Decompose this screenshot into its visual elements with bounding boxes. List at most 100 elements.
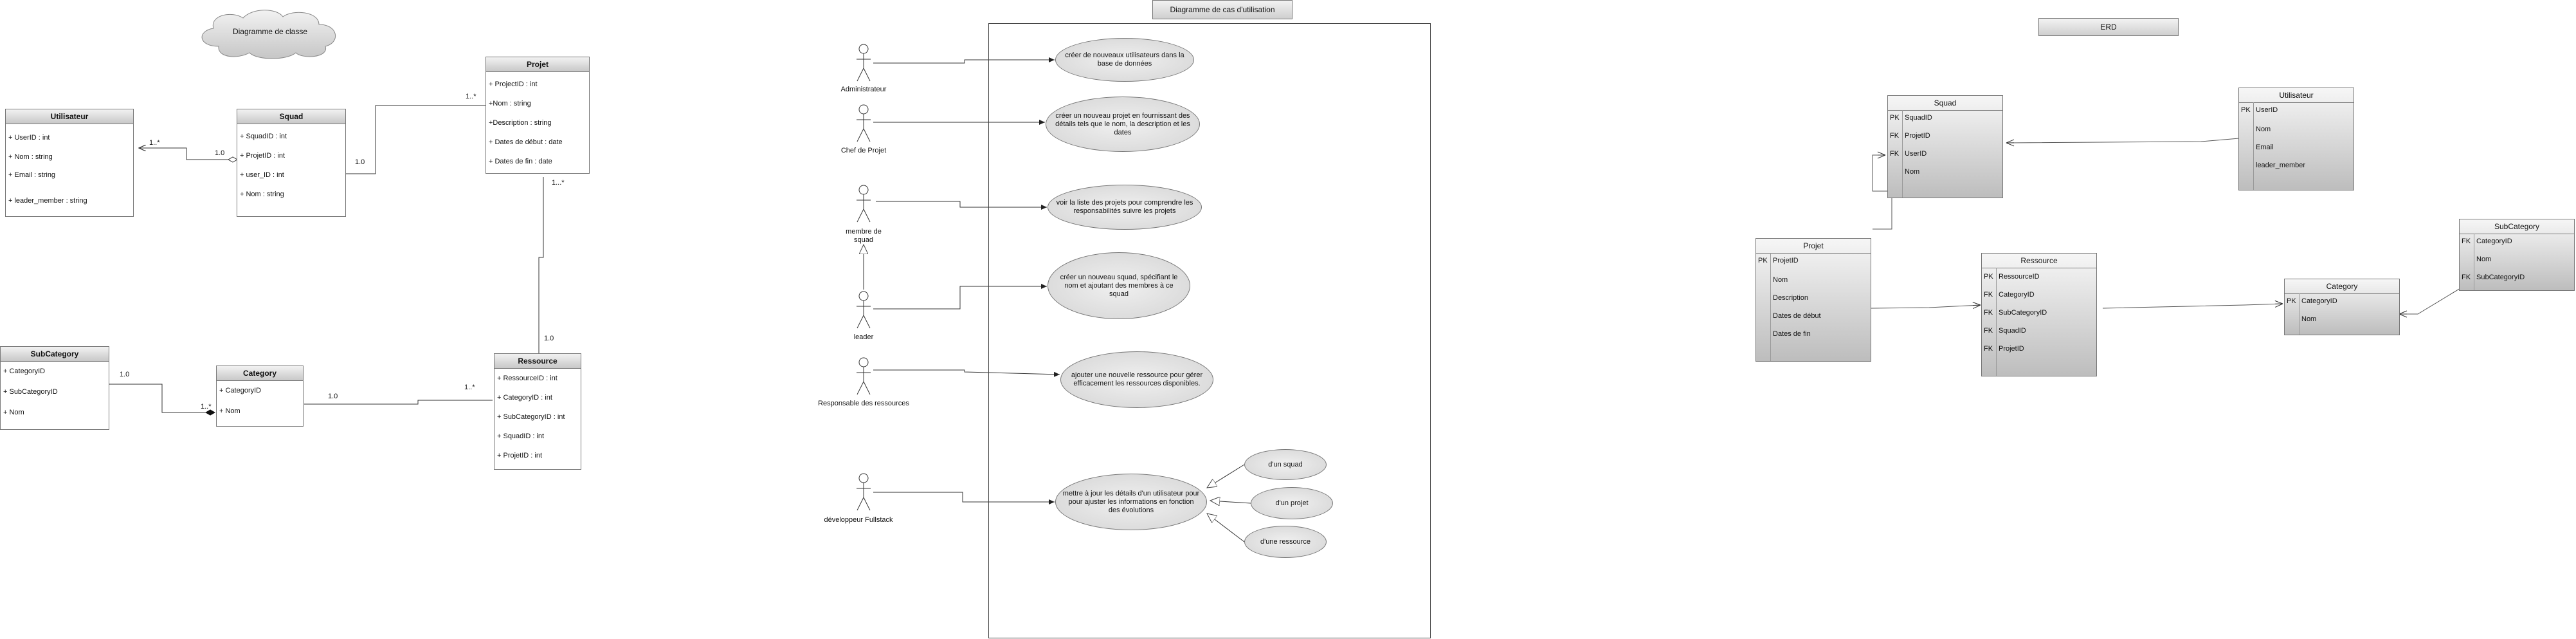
erd-field: Nom [2476, 255, 2492, 263]
erd-field: Nom [1773, 276, 1788, 284]
multiplicity: 1.0 [355, 158, 365, 166]
erd-field: CategoryID [2301, 297, 2337, 305]
actor-membre-de-squad: membre de squad [846, 228, 882, 244]
class-subcategory[interactable]: SubCategory + CategoryID + SubCategoryID… [0, 346, 109, 430]
actor-icon [857, 185, 871, 223]
erd-field: ProjetID [1905, 132, 1930, 140]
erd-field: ProjetID [1773, 257, 1799, 264]
multiplicity: 1..* [464, 384, 475, 391]
use-case-update-user[interactable]: mettre à jour les détails d'un utilisate… [1055, 474, 1207, 530]
erd-entity-squad[interactable]: Squad PK SquadID FK ProjetID FK UserID N… [1887, 95, 2003, 198]
use-case-add-resource[interactable]: ajouter une nouvelle ressource pour gére… [1060, 351, 1213, 408]
erd-field: CategoryID [1999, 291, 2035, 299]
multiplicity: 1.0 [328, 393, 338, 400]
erd-entity-subcategory-name: SubCategory [2460, 219, 2574, 234]
multiplicity: 1.0 [215, 149, 225, 157]
actor-icon [857, 104, 871, 142]
erd-entity-category[interactable]: Category PK CategoryID Nom [2284, 279, 2400, 335]
key-label: FK [1890, 132, 1900, 140]
class-projet-name: Projet [486, 57, 589, 72]
class-ressource[interactable]: Ressource + RessourceID : int + Category… [494, 353, 581, 470]
key-column [2460, 234, 2474, 290]
class-diagram-title: Diagramme de classe [232, 27, 308, 36]
use-case-view-projects[interactable]: voir la liste des projets pour comprendr… [1048, 185, 1202, 230]
class-utilisateur-attr: + Nom : string [8, 153, 53, 161]
class-utilisateur-attr: + UserID : int [8, 134, 50, 142]
class-utilisateur-attr: + leader_member : string [8, 197, 87, 205]
class-utilisateur[interactable]: Utilisateur + UserID : int + Nom : strin… [5, 109, 134, 217]
class-projet[interactable]: Projet + ProjectID : int +Nom : string +… [485, 57, 590, 174]
class-ressource-attr: + SquadID : int [497, 432, 545, 440]
class-category[interactable]: Category + CategoryID + Nom [216, 366, 304, 427]
key-label: PK [2287, 297, 2296, 305]
key-label: FK [1984, 327, 1993, 335]
erd-field: SubCategoryID [2476, 273, 2525, 281]
class-projet-attr: + Dates de début : date [489, 138, 563, 146]
class-diagram-title-cloud: Diagramme de classe [193, 6, 347, 59]
erd-field: Nom [2301, 315, 2317, 323]
erd-entity-utilisateur-name: Utilisateur [2239, 88, 2354, 103]
erd-field: SquadID [1999, 327, 2026, 335]
actor-administrateur: Administrateur [840, 86, 887, 93]
class-utilisateur-attr: + Email : string [8, 171, 56, 179]
erd-entity-subcategory[interactable]: SubCategory FK CategoryID Nom FK SubCate… [2459, 219, 2575, 291]
erd-field: Dates de début [1773, 312, 1821, 320]
key-label: PK [2241, 106, 2251, 114]
key-column [2239, 102, 2254, 190]
multiplicity: 1.0 [120, 371, 130, 378]
class-squad-attr: + ProjetID : int [240, 152, 286, 160]
class-utilisateur-name: Utilisateur [6, 109, 133, 124]
erd-field: Nom [2256, 125, 2271, 133]
erd-field: leader_member [2256, 162, 2306, 169]
key-column [1756, 253, 1771, 361]
extension-ressource[interactable]: d'une ressource [1244, 526, 1327, 558]
class-subcategory-name: SubCategory [1, 347, 109, 362]
erd-field: CategoryID [2476, 237, 2512, 245]
key-label: FK [1984, 291, 1993, 299]
use-case-create-project[interactable]: créer un nouveau projet en fournissant d… [1046, 97, 1200, 152]
erd-field: SubCategoryID [1999, 309, 2047, 317]
key-label: PK [1984, 273, 1993, 281]
use-case-create-users[interactable]: créer de nouveaux utilisateurs dans la b… [1055, 38, 1194, 82]
actor-icon [857, 357, 871, 395]
class-projet-attr: +Description : string [489, 119, 552, 127]
key-label: PK [1890, 114, 1900, 122]
class-subcategory-attr: + SubCategoryID [3, 388, 58, 396]
erd-field: Nom [1905, 168, 1920, 176]
erd-entity-squad-name: Squad [1888, 96, 2002, 111]
key-label: FK [1984, 309, 1993, 317]
actor-icon [857, 473, 871, 511]
use-case-create-squad[interactable]: créer un nouveau squad, spécifiant le no… [1048, 252, 1190, 319]
class-ressource-attr: + CategoryID : int [497, 394, 552, 402]
class-category-attr: + Nom [219, 407, 240, 415]
erd-entity-projet[interactable]: Projet PK ProjetID Nom Description Dates… [1755, 238, 1871, 362]
multiplicity: 1..* [149, 139, 160, 147]
class-ressource-attr: + ProjetID : int [497, 452, 543, 459]
class-squad-attr: + SquadID : int [240, 133, 287, 140]
key-label: FK [2462, 273, 2471, 281]
erd-field: Email [2256, 144, 2274, 151]
class-subcategory-attr: + CategoryID [3, 367, 46, 375]
erd-entity-projet-name: Projet [1756, 239, 1871, 254]
class-projet-attr: + ProjectID : int [489, 80, 538, 88]
multiplicity: 1...* [552, 179, 565, 187]
erd-entity-utilisateur[interactable]: Utilisateur PK UserID Nom Email leader_m… [2238, 88, 2354, 190]
erd-field: UserID [1905, 150, 1927, 158]
key-column [1982, 268, 1997, 376]
class-squad-attr: + Nom : string [240, 190, 284, 198]
erd-entity-ressource[interactable]: Ressource PK RessourceID FK CategoryID F… [1981, 253, 2097, 376]
class-squad[interactable]: Squad + SquadID : int + ProjetID : int +… [237, 109, 346, 217]
class-subcategory-attr: + Nom [3, 409, 24, 416]
actor-icon [857, 291, 871, 329]
key-label: FK [2462, 237, 2471, 245]
cloud-shape [201, 10, 336, 59]
erd-field: Dates de fin [1773, 330, 1811, 338]
extension-projet[interactable]: d'un projet [1251, 487, 1333, 519]
extension-squad[interactable]: d'un squad [1244, 449, 1327, 480]
class-projet-attr: +Nom : string [489, 100, 531, 107]
class-category-attr: + CategoryID [219, 387, 262, 394]
key-column [1888, 110, 1903, 198]
class-squad-attr: + user_ID : int [240, 171, 284, 179]
erd-field: RessourceID [1999, 273, 2040, 281]
